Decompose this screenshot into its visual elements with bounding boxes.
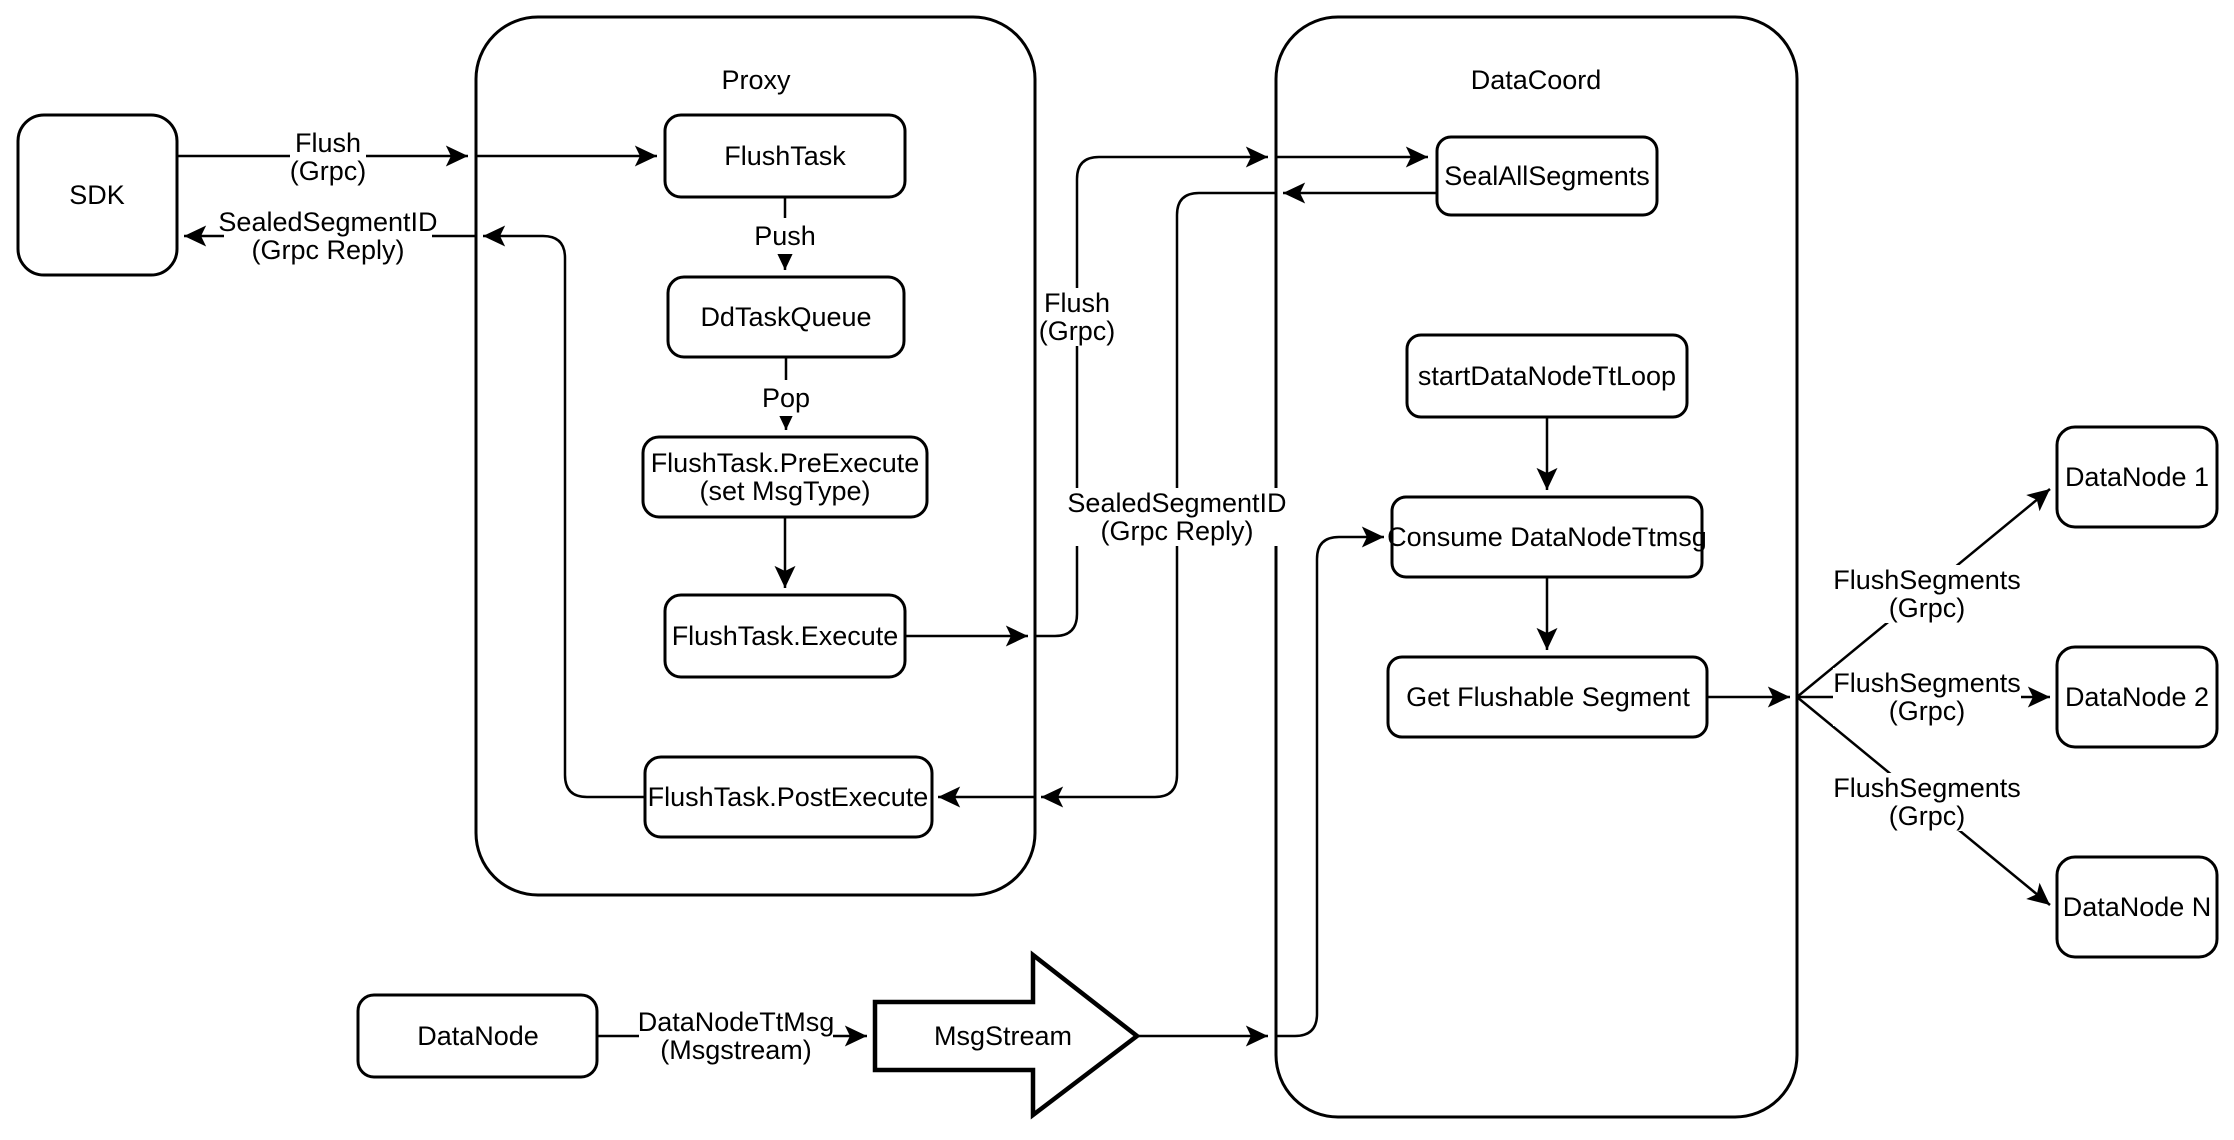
node-sdk-box <box>16 113 179 277</box>
edge-label-flushsegments1-line1: FlushSegments <box>1833 565 2021 595</box>
node-datanode-source-label: DataNode <box>417 1021 539 1051</box>
node-datanode1-box <box>2055 425 2219 529</box>
msgstream-arrow-shape <box>872 950 1141 1120</box>
edge-label-flushsegments1-line2: (Grpc) <box>1889 593 1966 623</box>
node-datanode1: DataNode 1 <box>2055 425 2219 529</box>
datacoord-container-label: DataCoord <box>1471 65 1602 95</box>
node-datanode2-box <box>2055 645 2219 749</box>
label-bg <box>757 380 815 416</box>
edge-label-datanodettmsg-line1: DataNodeTtMsg <box>638 1007 835 1037</box>
edge-label-flush-sdk-line1: Flush <box>295 128 361 158</box>
proxy-container: Proxy <box>474 15 1037 897</box>
node-datanode-source: DataNode <box>356 993 599 1079</box>
label-bg <box>1073 488 1281 546</box>
node-getflushablesegment-box <box>1386 655 1709 739</box>
node-postexecute-label: FlushTask.PostExecute <box>648 782 929 812</box>
proxy-container-box <box>474 15 1037 897</box>
node-consumedatanodettmsg-box <box>1390 495 1704 579</box>
node-execute-label: FlushTask.Execute <box>672 621 899 651</box>
edge-label-flush-mid-line1: Flush <box>1044 288 1110 318</box>
node-postexecute: FlushTask.PostExecute <box>643 755 934 839</box>
label-bg <box>749 218 821 254</box>
edge-label-flushsegments2-line1: FlushSegments <box>1833 668 2021 698</box>
node-preexecute-box <box>641 435 929 519</box>
node-datanoden: DataNode N <box>2055 855 2219 959</box>
datacoord-container: DataCoord <box>1274 15 1799 1119</box>
node-flushtask-label: FlushTask <box>724 141 846 171</box>
label-bg <box>639 1007 833 1065</box>
label-bg <box>224 207 432 265</box>
edge-postexecute-to-proxy-border <box>483 225 645 799</box>
node-startdatanodettloop: startDataNodeTtLoop <box>1405 333 1689 419</box>
label-bg <box>1039 288 1115 346</box>
label-bg <box>290 127 366 185</box>
node-preexecute-label-line2: (set MsgType) <box>699 476 870 506</box>
edge-proxy-to-datacoord-flush <box>1035 146 1268 638</box>
edge-label-flush-mid-line2: (Grpc) <box>1039 316 1116 346</box>
node-datanode2-label: DataNode 2 <box>2065 682 2209 712</box>
node-ddtaskqueue: DdTaskQueue <box>666 275 906 359</box>
node-startdatanodettloop-box <box>1405 333 1689 419</box>
node-preexecute: FlushTask.PreExecute (set MsgType) <box>641 435 929 519</box>
edge-label-flushsegments3-line2: (Grpc) <box>1889 801 1966 831</box>
edge-datacoord-to-consume <box>1276 526 1384 1038</box>
node-msgstream-label: MsgStream <box>934 1021 1072 1051</box>
node-consumedatanodettmsg: Consume DataNodeTtmsg <box>1387 495 1707 579</box>
node-sdk-label: SDK <box>69 180 125 210</box>
node-getflushablesegment-label: Get Flushable Segment <box>1406 682 1690 712</box>
node-ddtaskqueue-box <box>666 275 906 359</box>
node-ddtaskqueue-label: DdTaskQueue <box>700 302 871 332</box>
node-sealallsegments-label: SealAllSegments <box>1444 161 1650 191</box>
label-bg <box>1833 773 2021 831</box>
node-startdatanodettloop-label: startDataNodeTtLoop <box>1418 361 1676 391</box>
node-consumedatanodettmsg-label: Consume DataNodeTtmsg <box>1387 522 1707 552</box>
proxy-container-label: Proxy <box>721 65 791 95</box>
datacoord-container-box <box>1274 15 1799 1119</box>
edge-labels: Flush (Grpc) SealedSegmentID (Grpc Reply… <box>218 127 2021 1065</box>
edge-label-sealed-sdk-line2: (Grpc Reply) <box>251 235 404 265</box>
node-datanode2: DataNode 2 <box>2055 645 2219 749</box>
edge-label-sealed-sdk-line1: SealedSegmentID <box>218 207 437 237</box>
edge-label-datanodettmsg-line2: (Msgstream) <box>660 1035 812 1065</box>
edge-label-flushsegments2-line2: (Grpc) <box>1889 696 1966 726</box>
node-flushtask: FlushTask <box>663 113 907 199</box>
node-datanode1-label: DataNode 1 <box>2065 462 2209 492</box>
edge-label-flush-sdk-line2: (Grpc) <box>290 156 367 186</box>
label-bg <box>1833 668 2021 726</box>
label-bg <box>1833 565 2021 623</box>
node-execute: FlushTask.Execute <box>663 593 907 679</box>
edge-label-sealed-mid-line2: (Grpc Reply) <box>1100 516 1253 546</box>
node-postexecute-box <box>643 755 934 839</box>
node-datanode-source-box <box>356 993 599 1079</box>
node-getflushablesegment: Get Flushable Segment <box>1386 655 1709 739</box>
node-msgstream: MsgStream <box>872 950 1141 1120</box>
edge-label-sealed-mid-line1: SealedSegmentID <box>1067 488 1286 518</box>
node-sealallsegments-box <box>1435 135 1659 217</box>
node-preexecute-label-line1: FlushTask.PreExecute <box>651 448 920 478</box>
node-sdk: SDK <box>16 113 179 277</box>
node-sealallsegments: SealAllSegments <box>1435 135 1659 217</box>
node-execute-box <box>663 593 907 679</box>
edge-label-flushsegments3-line1: FlushSegments <box>1833 773 2021 803</box>
edge-label-pop: Pop <box>762 383 810 413</box>
node-datanoden-label: DataNode N <box>2063 892 2212 922</box>
node-flushtask-box <box>663 113 907 199</box>
edge-label-push: Push <box>754 221 816 251</box>
node-datanoden-box <box>2055 855 2219 959</box>
